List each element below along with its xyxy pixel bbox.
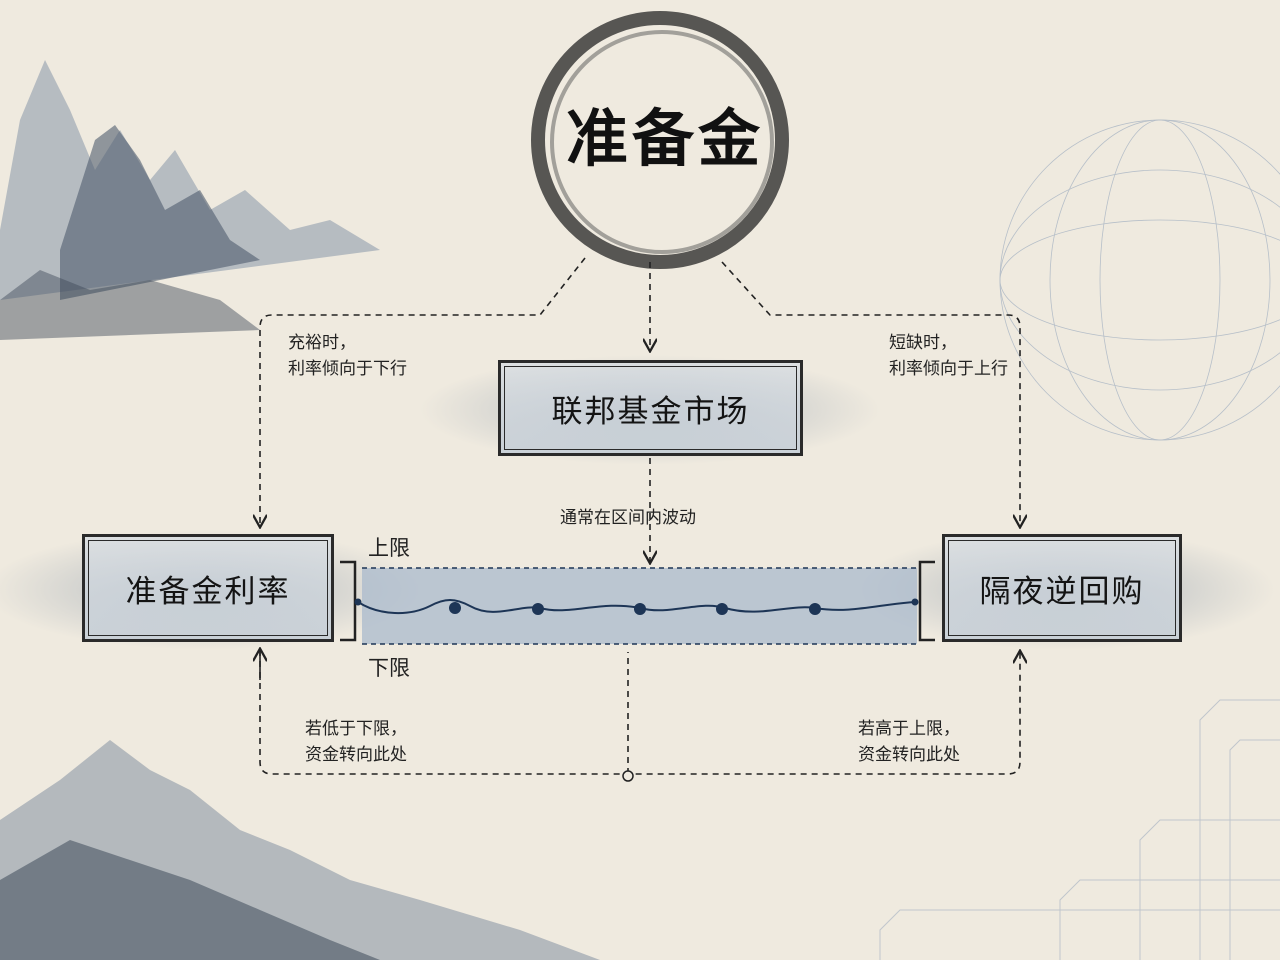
diagram-title: 准备金 [565,102,764,175]
network-sphere [999,119,1280,441]
wave-point [532,603,544,615]
fluctuation-note: 通常在区间内波动 [560,508,696,528]
left-bottom-note-line-1: 若低于下限， [305,719,407,739]
wave-point [449,602,461,614]
mountain-bottom-left [0,740,600,960]
ink-circle [531,11,789,269]
mountain-top-left [0,60,380,340]
rate-corridor [340,560,935,645]
reserve-rate-box: 准备金利率 [82,534,334,642]
overnight-reverse-repo-box: 隔夜逆回购 [942,534,1182,642]
left-bottom-note-line-2: 资金转向此处 [305,745,407,765]
upper-limit-label: 上限 [368,536,410,560]
junction-node [622,770,634,782]
wave-point [634,603,646,615]
right-bottom-note-line-1: 若高于上限， [858,719,960,739]
wave-point [716,603,728,615]
circuit-lines [879,699,1280,960]
fed-funds-market-box: 联邦基金市场 [498,360,803,456]
right-bottom-note-line-2: 资金转向此处 [858,745,960,765]
right-top-note-line-1: 短缺时， [889,333,957,353]
lower-limit-label: 下限 [368,656,410,680]
left-top-note-line-2: 利率倾向于下行 [288,359,407,379]
right-top-note-line-2: 利率倾向于上行 [889,359,1008,379]
left-top-note-line-1: 充裕时， [288,333,356,353]
connector-lines [260,257,1020,775]
wave-point [809,603,821,615]
